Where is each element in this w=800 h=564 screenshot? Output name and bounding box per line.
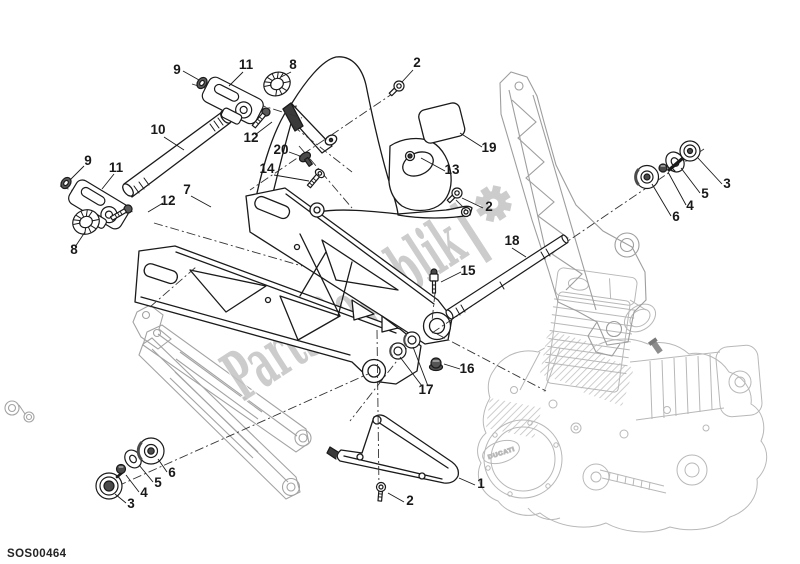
bushings-17 <box>389 331 421 360</box>
callout-9-upper: 9 <box>173 62 181 77</box>
callout-11-lower: 11 <box>109 160 124 175</box>
callout-3-right: 3 <box>723 176 731 191</box>
callout-4-right: 4 <box>686 198 694 213</box>
callout-6-left: 6 <box>168 465 176 480</box>
washer-5-left <box>124 449 142 469</box>
nut-9-lower <box>60 176 72 190</box>
roller-6-left <box>136 437 165 465</box>
chain-slider-illustration <box>326 414 460 484</box>
callout-20: 20 <box>273 142 288 157</box>
callout-18: 18 <box>504 233 520 248</box>
roller-6-right <box>634 164 660 190</box>
callout-2-bottom: 2 <box>406 493 414 508</box>
callout-19: 19 <box>481 140 496 155</box>
callout-5-right: 5 <box>701 186 709 201</box>
callout-16: 16 <box>459 361 475 376</box>
callout-15: 15 <box>460 263 476 278</box>
callout-2-middle: 2 <box>485 199 493 214</box>
callout-6-right: 6 <box>672 209 680 224</box>
nut-4-left <box>115 463 127 475</box>
callout-2-top: 2 <box>413 55 421 70</box>
callout-7: 7 <box>183 182 191 197</box>
screw-14 <box>306 168 325 189</box>
adjuster-rod-illustration <box>122 110 232 198</box>
seal-8-lower <box>72 209 100 235</box>
nut-9-upper <box>196 76 208 90</box>
diagram-code: SOS00464 <box>7 548 67 560</box>
callout-8-upper: 8 <box>289 57 297 72</box>
pivot-shaft-18 <box>445 234 569 320</box>
bolt-12-lower <box>109 204 133 221</box>
callout-10: 10 <box>150 122 165 137</box>
callout-1: 1 <box>477 476 485 491</box>
screw-2-bottom <box>375 481 387 502</box>
clip-20 <box>298 151 313 167</box>
callout-3-left: 3 <box>127 496 135 511</box>
callout-4-left: 4 <box>140 485 148 500</box>
callout-14: 14 <box>259 161 275 176</box>
callout-13: 13 <box>444 162 460 177</box>
cap-3-right <box>667 140 701 172</box>
callout-8-lower: 8 <box>70 242 78 257</box>
engine-illustration: DUCATI <box>477 267 768 533</box>
callout-5-left: 5 <box>154 475 162 490</box>
gear-icon <box>474 185 512 223</box>
callout-17: 17 <box>418 382 433 397</box>
callout-labels: 9 11 8 2 10 12 20 14 19 13 9 11 12 7 8 3… <box>70 55 731 511</box>
leader-lines <box>69 69 723 504</box>
cap-3-left <box>95 470 125 500</box>
screw-2-middle <box>446 187 463 204</box>
seal-8-upper <box>263 71 291 97</box>
chain-adjuster-block-upper <box>201 76 264 125</box>
fender-pad <box>418 102 466 144</box>
callout-11-upper: 11 <box>239 57 254 72</box>
rear-fender-illustration <box>249 56 473 231</box>
bolt-12-upper <box>251 107 271 129</box>
callout-12-upper: 12 <box>243 130 258 145</box>
nut-4-right <box>658 163 668 173</box>
footpeg-bracket-illustration <box>4 304 312 500</box>
swingarm-illustration <box>134 187 453 385</box>
screw-2-top <box>388 80 405 97</box>
engine-breather-bolt <box>648 337 663 354</box>
nut-16 <box>428 357 444 372</box>
engine-badge: DUCATI <box>482 439 520 465</box>
screw-15 <box>429 268 439 294</box>
callout-12-lower: 12 <box>160 193 175 208</box>
callout-9-lower: 9 <box>84 153 92 168</box>
